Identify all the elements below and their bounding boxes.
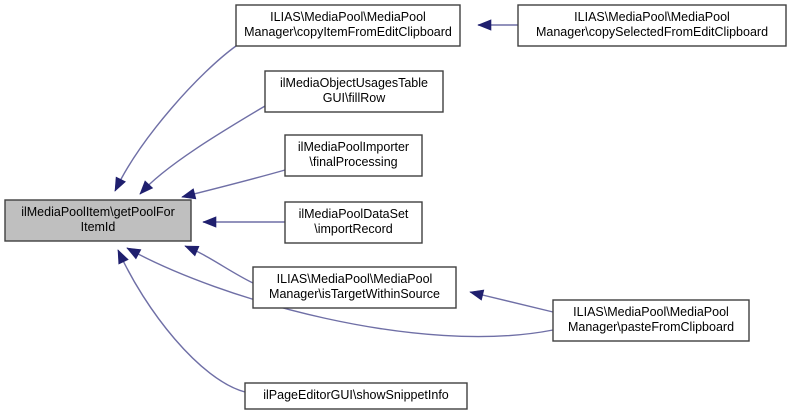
edges-layer xyxy=(114,19,554,393)
node-label-line: ilPageEditorGUI\showSnippetInfo xyxy=(263,388,449,402)
node-label: ilPageEditorGUI\showSnippetInfo xyxy=(263,388,449,402)
node-showSnippetInfo[interactable]: ilPageEditorGUI\showSnippetInfo xyxy=(244,382,468,410)
arrowhead-icon xyxy=(181,188,197,200)
edge-pasteFromClipboard-to-isTargetWithinSource xyxy=(469,289,554,313)
edge-copySelectedFromEditClipboard-to-copyItemFromEditClipboard xyxy=(477,19,518,31)
node-box[interactable] xyxy=(552,299,750,342)
arrowhead-icon xyxy=(126,247,142,260)
node-label-line: ItemId xyxy=(81,220,116,234)
edge-importRecord-to-target xyxy=(202,216,285,228)
node-label-line: ilMediaPoolDataSet xyxy=(299,207,409,221)
node-box[interactable] xyxy=(284,201,423,244)
arrowhead-icon xyxy=(114,176,126,192)
edge-showSnippetInfo-to-target xyxy=(117,249,246,393)
node-label-line: Manager\copyItemFromEditClipboard xyxy=(244,25,452,39)
arrowhead-icon xyxy=(184,245,200,257)
edge-line xyxy=(139,105,266,195)
edge-finalProcessing-to-target xyxy=(181,169,286,200)
arrowhead-icon xyxy=(117,249,129,265)
arrowhead-icon xyxy=(477,19,492,31)
node-label-line: \finalProcessing xyxy=(309,155,397,169)
node-label-line: ilMediaPoolItem\getPoolFor xyxy=(21,205,175,219)
arrowhead-icon xyxy=(139,180,154,195)
edge-pasteFromClipboard-to-target xyxy=(126,247,554,338)
arrowhead-icon xyxy=(202,216,217,228)
arrowhead-icon xyxy=(469,289,485,301)
node-label-line: ilMediaObjectUsagesTable xyxy=(280,76,428,90)
node-label-line: Manager\copySelectedFromEditClipboard xyxy=(536,25,768,39)
node-box[interactable] xyxy=(264,70,444,113)
node-box[interactable] xyxy=(4,199,192,242)
edge-fillRow-to-target xyxy=(139,105,266,195)
node-label-line: Manager\pasteFromClipboard xyxy=(568,320,734,334)
edge-line xyxy=(114,45,237,192)
node-finalProcessing[interactable]: ilMediaPoolImporter\finalProcessing xyxy=(284,134,423,177)
node-box[interactable] xyxy=(252,266,457,309)
node-label-line: GUI\fillRow xyxy=(323,91,386,105)
edge-line xyxy=(126,247,554,338)
node-label: ilMediaPoolDataSet\importRecord xyxy=(299,207,409,236)
node-importRecord[interactable]: ilMediaPoolDataSet\importRecord xyxy=(284,201,423,244)
node-box[interactable] xyxy=(284,134,423,177)
node-label: ilMediaPoolImporter\finalProcessing xyxy=(298,140,409,169)
node-box[interactable] xyxy=(244,382,468,410)
edge-line xyxy=(181,169,286,198)
node-label-line: ILIAS\MediaPool\MediaPool xyxy=(277,272,433,286)
node-label-line: ILIAS\MediaPool\MediaPool xyxy=(573,305,729,319)
node-box[interactable] xyxy=(517,4,787,47)
node-label-line: ilMediaPoolImporter xyxy=(298,140,409,154)
node-label-line: ILIAS\MediaPool\MediaPool xyxy=(574,10,730,24)
node-label-line: \importRecord xyxy=(314,222,393,236)
edge-copyItemFromEditClipboard-to-target xyxy=(114,45,237,192)
node-box[interactable] xyxy=(235,4,461,47)
edge-line xyxy=(117,249,246,393)
edge-isTargetWithinSource-to-target xyxy=(184,245,254,284)
node-label-line: ILIAS\MediaPool\MediaPool xyxy=(270,10,426,24)
edge-line xyxy=(469,291,554,313)
node-label-line: Manager\isTargetWithinSource xyxy=(269,287,440,301)
